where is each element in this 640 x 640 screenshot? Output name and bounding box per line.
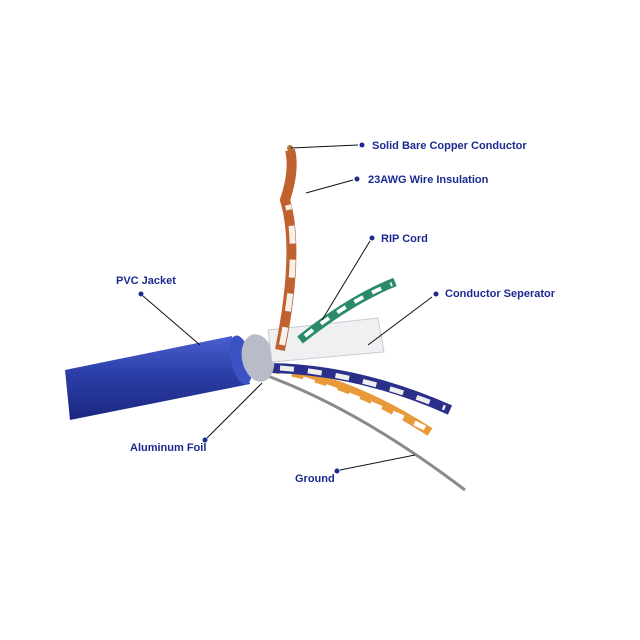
copper-conductor-tip bbox=[287, 145, 293, 151]
conductor-separator bbox=[267, 317, 385, 363]
label-foil-text: Aluminum Foil bbox=[130, 442, 206, 454]
label-rip-cord-text: RIP Cord bbox=[381, 233, 428, 245]
label-separator: Conductor Seperator bbox=[367, 288, 556, 346]
label-separator-text: Conductor Seperator bbox=[445, 288, 556, 300]
label-insulation: 23AWG Wire Insulation bbox=[305, 174, 489, 194]
aluminum-foil bbox=[241, 334, 275, 382]
label-ground: Ground bbox=[295, 454, 416, 485]
orange-pair-white-stripe bbox=[279, 369, 427, 431]
pvc-jacket bbox=[65, 336, 250, 420]
blue-pair-white-stripe bbox=[279, 365, 446, 411]
label-insulation-text: 23AWG Wire Insulation bbox=[368, 174, 489, 186]
label-rip-cord: RIP Cord bbox=[321, 233, 428, 321]
label-copper-text: Solid Bare Copper Conductor bbox=[372, 140, 527, 152]
insulated-pair-white-stripe bbox=[279, 204, 296, 346]
label-jacket: PVC Jacket bbox=[116, 275, 201, 346]
label-copper: Solid Bare Copper Conductor bbox=[290, 140, 527, 152]
insulated-pair bbox=[275, 148, 297, 351]
ground-wire bbox=[264, 373, 466, 492]
label-ground-text: Ground bbox=[295, 473, 335, 485]
label-jacket-text: PVC Jacket bbox=[116, 275, 176, 287]
label-foil: Aluminum Foil bbox=[130, 382, 263, 454]
